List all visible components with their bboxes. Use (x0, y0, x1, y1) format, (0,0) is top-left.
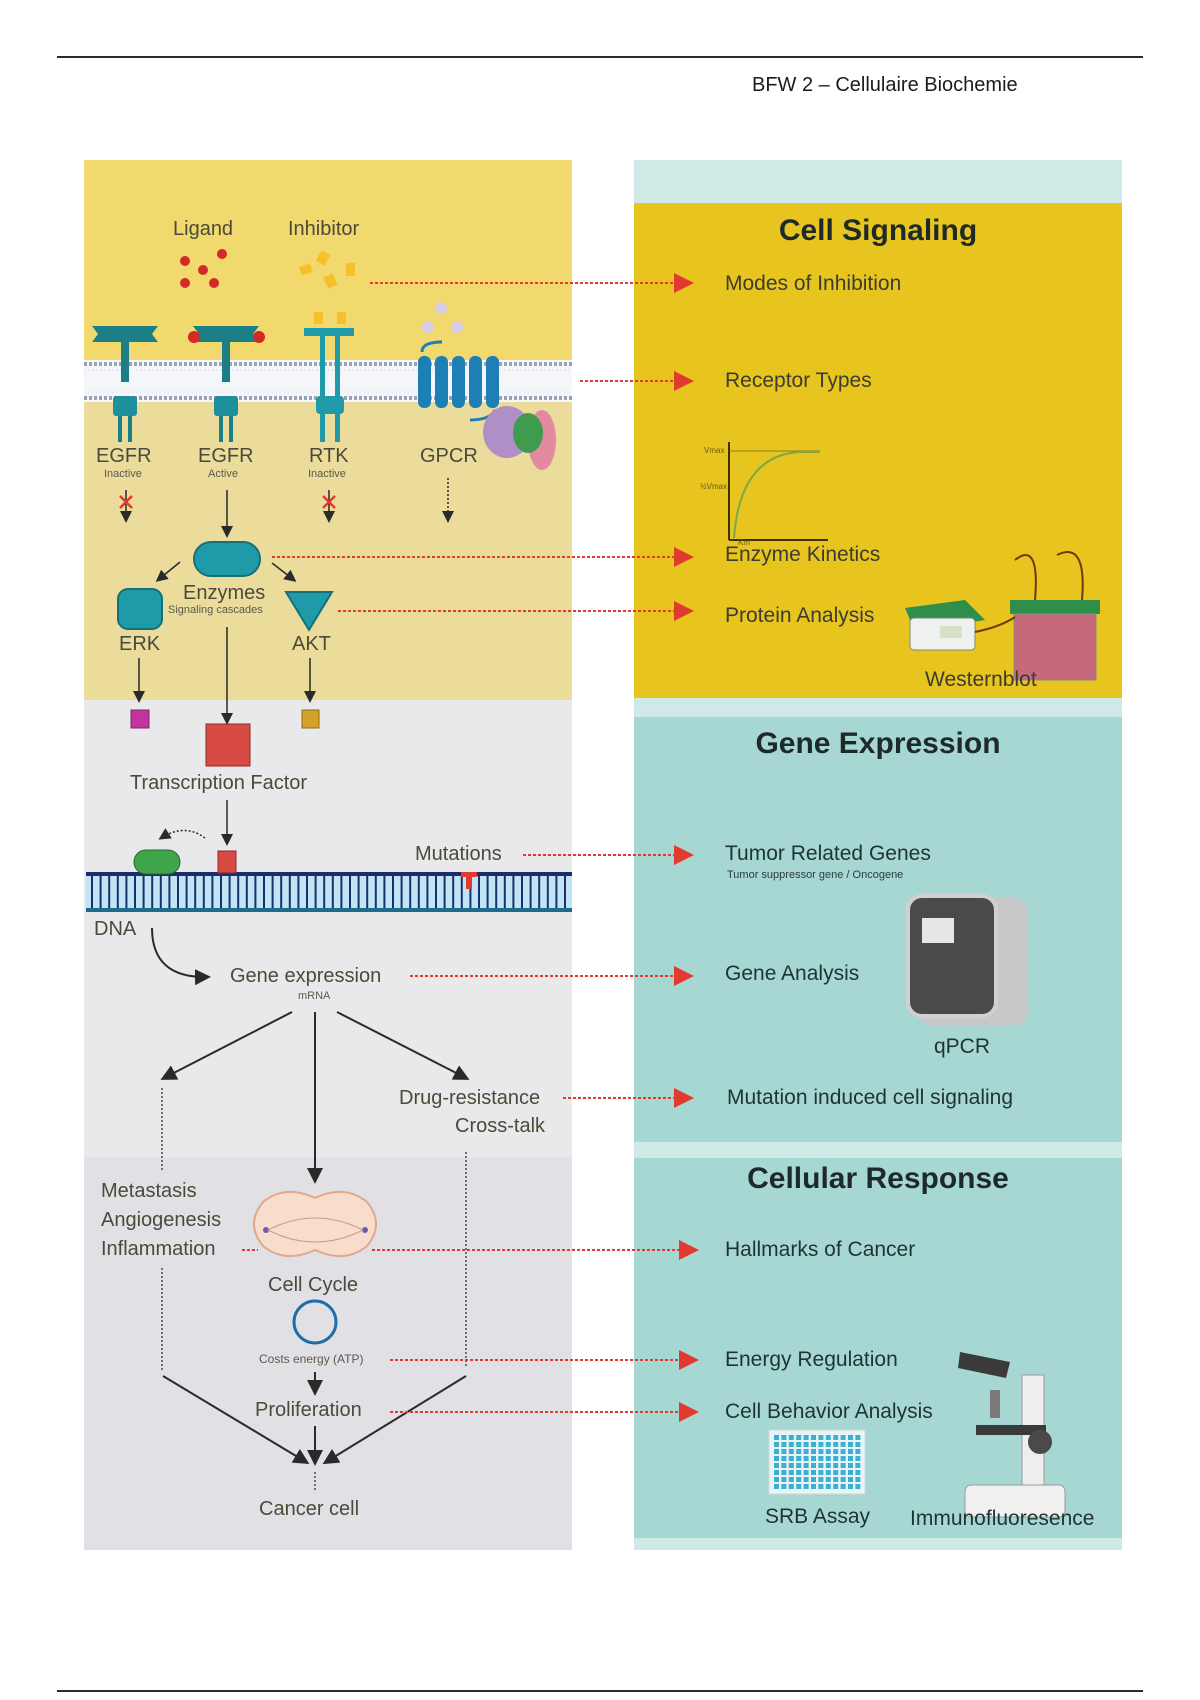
cross-talk-label: Cross-talk (455, 1115, 546, 1137)
dna-label: DNA (94, 918, 137, 940)
topic-tumor-related-genes: Tumor Related Genes (725, 842, 931, 865)
proliferation-label: Proliferation (255, 1399, 362, 1421)
mrna-label: mRNA (298, 990, 331, 1002)
mutations-label: Mutations (415, 843, 502, 865)
inhibitor-label: Inhibitor (288, 218, 360, 240)
enzyme-kinetics-chart (728, 442, 828, 541)
topic-hallmarks-of-cancer: Hallmarks of Cancer (725, 1238, 916, 1261)
angiogenesis-label: Angiogenesis (101, 1209, 222, 1231)
topic-enzyme-kinetics: Enzyme Kinetics (725, 543, 881, 566)
receptor-name-egfr-inactive: EGFR (96, 445, 152, 467)
gene-expression-label: Gene expression (230, 965, 382, 987)
westernblot-label: Westernblot (925, 668, 1037, 691)
inflammation-label: Inflammation (101, 1238, 216, 1260)
egfr-inactive-receptor (92, 326, 158, 442)
cell-cycle-label: Cell Cycle (268, 1274, 359, 1296)
receptor-name-gpcr: GPCR (420, 445, 478, 467)
costs-energy-label: Costs energy (ATP) (259, 1352, 364, 1366)
westernblot-icon (905, 551, 1100, 681)
receptor-name-rtk: RTK (309, 445, 349, 467)
polymerase-icon (133, 849, 181, 875)
receptor-name-egfr-active: EGFR (198, 445, 254, 467)
cancer-cell-label: Cancer cell (259, 1498, 360, 1520)
receptor-state-egfr-inactive: Inactive (104, 468, 142, 480)
akt-icon (284, 591, 334, 632)
topic-receptor-types: Receptor Types (725, 369, 872, 392)
receptor-arrows (120, 478, 454, 538)
gene-expression-card (634, 717, 1122, 1142)
microscope-icon (958, 1352, 1066, 1518)
metastasis-label: Metastasis (101, 1180, 197, 1202)
drug-resistance-label: Drug-resistance (399, 1087, 541, 1109)
topic-energy-regulation: Energy Regulation (725, 1348, 898, 1371)
receptor-state-egfr-active: Active (208, 468, 238, 480)
enzyme-icon (193, 541, 261, 577)
topic-cell-behavior-analysis: Cell Behavior Analysis (725, 1400, 933, 1423)
cycle-icon (292, 1299, 338, 1345)
connector-arrows (242, 273, 699, 1422)
akt-target-icon (301, 709, 320, 729)
left-gene-panel (84, 700, 572, 1158)
tumor-genes-sublabel: Tumor suppressor gene / Oncogene (727, 869, 904, 881)
kinetics-km-label: Km (738, 538, 750, 547)
qpcr-label: qPCR (934, 1035, 991, 1058)
topic-mutation-induced-signaling: Mutation induced cell signaling (727, 1086, 1014, 1109)
ligand-label: Ligand (173, 218, 234, 240)
dividing-cell-icon (253, 1191, 377, 1257)
receptor-state-rtk: Inactive (308, 468, 346, 480)
erk-target-icon (130, 709, 150, 729)
cell-signaling-heading: Cell Signaling (778, 214, 978, 247)
srb-plate-icon (768, 1429, 866, 1495)
kinetics-vmax-label: Vmax (704, 446, 725, 455)
rtk-receptor (304, 312, 354, 442)
gene-expression-heading: Gene Expression (755, 727, 1001, 760)
topic-protein-analysis: Protein Analysis (725, 604, 875, 627)
erk-label: ERK (119, 633, 161, 655)
qpcr-instrument-icon (906, 894, 1028, 1026)
header-rule (57, 56, 1143, 58)
kinetics-half-vmax-label: ½Vmax (700, 482, 728, 491)
enzymes-sublabel: Signaling cascades (168, 604, 263, 616)
blocked-x-icon (119, 495, 336, 509)
egfr-active-receptor (188, 326, 265, 442)
transcription-factor-icon (205, 723, 251, 767)
left-signaling-panel (84, 160, 572, 360)
inhibitor-icon (298, 250, 355, 289)
erk-icon (117, 588, 163, 630)
topic-gene-analysis: Gene Analysis (725, 962, 860, 985)
mutation-marker (461, 872, 477, 889)
transcription-factor-label: Transcription Factor (130, 772, 308, 794)
enzymes-label: Enzymes (183, 582, 266, 604)
srb-assay-label: SRB Assay (765, 1505, 871, 1528)
immunofluorescence-label: Immunofluoresence (910, 1507, 1095, 1530)
dna-icon (86, 872, 572, 912)
akt-label: AKT (292, 633, 331, 655)
page-header-title: BFW 2 – Cellulaire Biochemie (752, 74, 1018, 96)
tf-bound-icon (217, 850, 237, 874)
footer-rule (57, 1690, 1143, 1692)
ligand-icon (180, 249, 227, 288)
gpcr-receptor (418, 302, 556, 470)
topic-modes-of-inhibition: Modes of Inhibition (725, 272, 902, 295)
cellular-response-heading: Cellular Response (747, 1162, 1009, 1195)
